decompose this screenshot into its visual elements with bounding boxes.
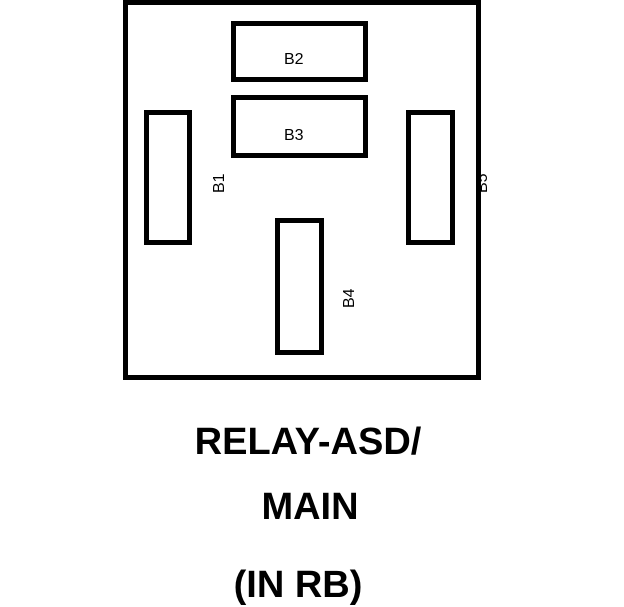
terminal-b5-label: B5 (474, 173, 491, 193)
relay-outline (123, 0, 481, 380)
terminal-b3 (231, 95, 368, 158)
terminal-b2-label: B2 (284, 51, 304, 68)
caption-line-1: RELAY-ASD/ (194, 421, 422, 463)
caption-line-3: (IN RB) (233, 564, 363, 606)
terminal-b1 (144, 110, 192, 245)
terminal-b4-label: B4 (341, 288, 358, 308)
terminal-b2 (231, 21, 368, 82)
terminal-b4 (275, 218, 324, 355)
caption-line-2: MAIN (261, 486, 359, 528)
terminal-b5 (406, 110, 455, 245)
terminal-b1-label: B1 (211, 173, 228, 193)
terminal-b3-label: B3 (284, 127, 304, 144)
